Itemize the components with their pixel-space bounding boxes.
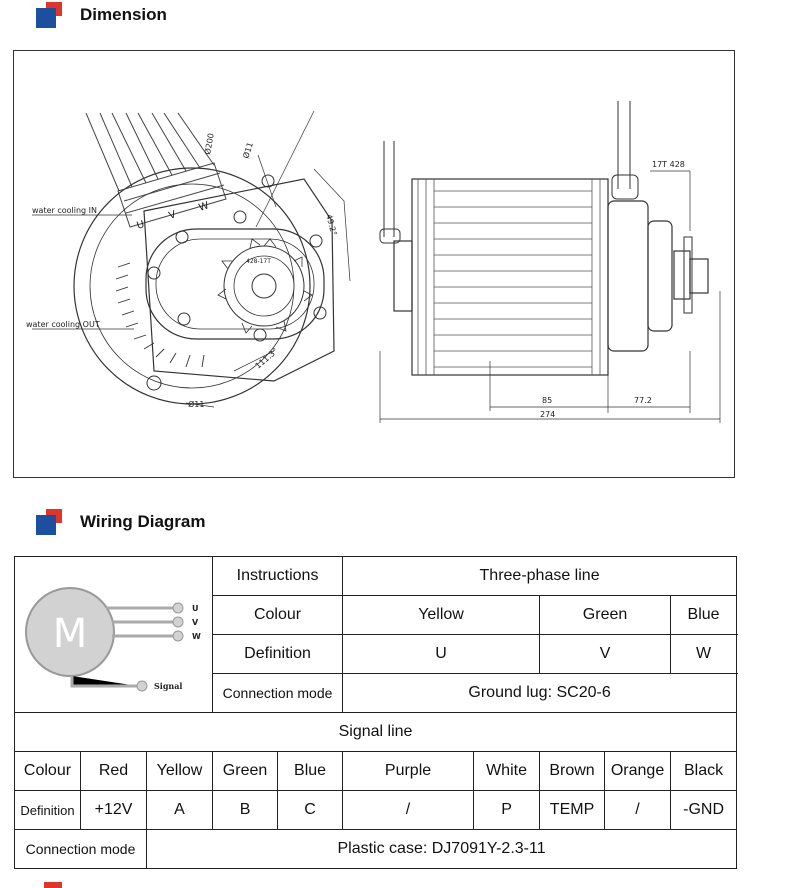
signal-colour-cell: White: [473, 751, 541, 791]
diameter-200-label: Ø200: [202, 132, 216, 155]
signal-definition-cell: A: [145, 790, 214, 830]
motor-diagram-cell: M U V W Signal: [13, 556, 214, 713]
motor-symbol-icon: M U V W Signal: [24, 586, 201, 691]
signal-colour-cell: Yellow: [145, 751, 214, 791]
terminal-signal-label: Signal: [154, 681, 182, 691]
signal-colour-cell: Blue: [277, 751, 344, 791]
instructions-header: Instructions: [212, 556, 344, 596]
phase-definition-w: W: [670, 634, 738, 674]
phase-connection-label: Connection mode: [212, 673, 344, 713]
phase-colour-label: Colour: [212, 595, 344, 635]
wiring-table: M U V W Signal Instructions Three-phase …: [13, 556, 738, 869]
wiring-heading: Wiring Diagram: [36, 509, 205, 535]
dimension-85-label: 85: [542, 396, 552, 405]
signal-definition-cell: +12V: [80, 790, 147, 830]
terminal-v-label: V: [192, 618, 199, 627]
signal-definition-cell: C: [277, 790, 344, 830]
sprocket-label: 428-17T: [246, 258, 271, 265]
phase-w-mark: W: [198, 200, 211, 214]
signal-definition-cell: P: [473, 790, 541, 830]
signal-colour-label: Colour: [14, 751, 81, 791]
diameter-11-bottom-label: Ø11: [188, 399, 204, 409]
signal-connection-value: Plastic case: DJ7091Y-2.3-11: [145, 829, 738, 869]
dimension-77-label: 77.2: [634, 396, 652, 405]
dimension-title: Dimension: [80, 5, 167, 24]
dimension-heading: Dimension: [36, 2, 167, 28]
phase-definition-v: V: [539, 634, 672, 674]
signal-definition-cell: B: [212, 790, 279, 830]
signal-colour-cell: Brown: [539, 751, 606, 791]
phase-colour-v: Green: [539, 595, 672, 635]
section-marker-icon: [36, 2, 64, 28]
signal-definition-label: Definition: [14, 790, 81, 830]
terminal-u-label: U: [192, 604, 199, 613]
water-cooling-in-label: water cooling IN: [32, 206, 97, 215]
phase-colour-u: Yellow: [342, 595, 541, 635]
signal-colour-cell: Red: [80, 751, 147, 791]
angle-49-label: 49.2°: [324, 213, 338, 236]
phase-definition-u: U: [342, 634, 541, 674]
phase-definition-label: Definition: [212, 634, 344, 674]
signal-definition-cell: /: [342, 790, 475, 830]
signal-definition-cell: -GND: [670, 790, 738, 830]
dimension-274-label: 274: [540, 410, 555, 419]
signal-colour-cell: Green: [212, 751, 279, 791]
signal-colour-cell: Purple: [342, 751, 475, 791]
wiring-title: Wiring Diagram: [80, 512, 206, 531]
signal-line-header: Signal line: [13, 712, 738, 752]
water-cooling-out-label: water cooling OUT: [26, 320, 100, 329]
phase-u-mark: U: [136, 219, 146, 232]
motor-technical-drawing: water cooling IN water cooling OUT Ø200 …: [26, 101, 721, 423]
next-section-marker: [44, 882, 62, 888]
section-marker-icon: [36, 509, 64, 535]
terminal-w-label: W: [192, 632, 201, 641]
phase-connection-value: Ground lug: SC20-6: [342, 673, 738, 713]
phase-colour-w: Blue: [670, 595, 738, 635]
three-phase-header: Three-phase line: [342, 556, 738, 596]
chain-sprocket-label: 17T 428: [652, 160, 685, 169]
signal-connection-label: Connection mode: [14, 829, 147, 869]
diameter-11-top-label: Ø11: [240, 141, 255, 160]
dimension-drawing: water cooling IN water cooling OUT Ø200 …: [13, 50, 735, 478]
motor-letter: M: [52, 611, 87, 657]
phase-v-mark: V: [168, 209, 178, 222]
signal-definition-cell: TEMP: [539, 790, 606, 830]
angle-111-label: 111.3°: [254, 346, 280, 370]
signal-colour-cell: Black: [670, 751, 738, 791]
signal-colour-cell: Orange: [604, 751, 672, 791]
signal-definition-cell: /: [604, 790, 672, 830]
